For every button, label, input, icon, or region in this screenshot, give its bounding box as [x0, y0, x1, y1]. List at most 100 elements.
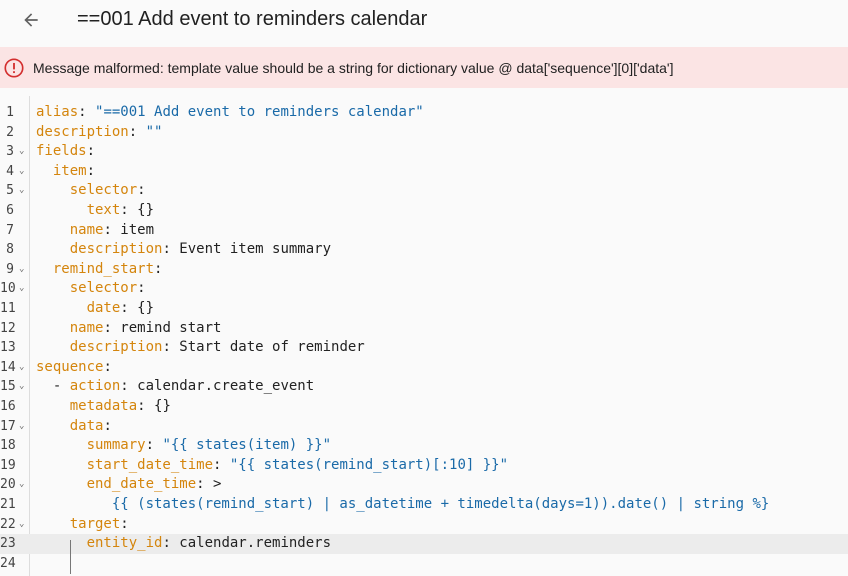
- code-line[interactable]: 19 start_date_time: "{{ states(remind_st…: [0, 456, 848, 476]
- line-number: 6: [6, 203, 14, 218]
- code-indent: [36, 202, 87, 218]
- code-indent: [36, 261, 53, 277]
- code-text: sequence:: [36, 358, 112, 378]
- yaml-key: name: [69, 221, 104, 238]
- code-line[interactable]: 5⌄ selector:: [0, 181, 848, 201]
- yaml-separator: :: [103, 358, 112, 375]
- fold-toggle-icon[interactable]: ⌄: [19, 165, 25, 176]
- code-line[interactable]: 23 entity_id: calendar.reminders: [0, 534, 848, 554]
- yaml-separator: :: [103, 221, 121, 238]
- code-line[interactable]: 9⌄ remind_start:: [0, 260, 848, 280]
- code-text: date: {}: [36, 299, 154, 319]
- code-line[interactable]: 24: [0, 554, 848, 574]
- yaml-separator: :: [120, 300, 138, 316]
- yaml-separator: :: [86, 143, 96, 160]
- yaml-separator: :: [120, 202, 138, 218]
- fold-toggle-icon[interactable]: ⌄: [19, 518, 25, 529]
- code-line[interactable]: 12 name: remind start: [0, 319, 848, 339]
- yaml-separator: :: [196, 476, 214, 493]
- fold-toggle-icon[interactable]: ⌄: [19, 381, 25, 392]
- yaml-separator: :: [78, 104, 96, 120]
- code-indent: [36, 182, 70, 198]
- code-line[interactable]: 20⌄ end_date_time: >: [0, 475, 848, 495]
- line-number: 12: [0, 320, 16, 336]
- line-number: 8: [6, 242, 14, 258]
- yaml-key: fields: [36, 143, 87, 160]
- line-number: 2: [6, 124, 14, 140]
- yaml-separator: :: [120, 515, 129, 532]
- code-indent: [36, 437, 87, 453]
- code-indent: [36, 163, 53, 179]
- code-text: metadata: {}: [36, 397, 171, 417]
- yaml-key: alias: [36, 104, 79, 120]
- code-indent: [36, 418, 70, 434]
- code-text: selector:: [36, 279, 146, 299]
- code-line[interactable]: 14⌄sequence:: [0, 358, 848, 378]
- line-number: 20: [0, 477, 16, 493]
- fold-toggle-icon[interactable]: ⌄: [19, 185, 25, 196]
- code-line[interactable]: 18 summary: "{{ states(item) }}": [0, 436, 848, 456]
- yaml-separator: :: [128, 123, 146, 140]
- yaml-value: "": [145, 123, 163, 140]
- fold-toggle-icon[interactable]: ⌄: [19, 263, 25, 274]
- code-line[interactable]: 17⌄ data:: [0, 417, 848, 437]
- error-alert: Message malformed: template value should…: [0, 47, 848, 88]
- code-line[interactable]: 21 {{ (states(remind_start) | as_datetim…: [0, 495, 848, 515]
- code-line[interactable]: 11 date: {}: [0, 299, 848, 319]
- yaml-separator: :: [103, 319, 121, 336]
- code-text: name: item: [36, 221, 154, 241]
- code-text: selector:: [36, 181, 146, 201]
- code-indent: [36, 476, 87, 492]
- yaml-separator: :: [120, 378, 138, 395]
- indent-guide: [70, 540, 71, 574]
- yaml-key: text: [86, 202, 121, 218]
- code-text: description: Event item summary: [36, 240, 331, 260]
- code-text: start_date_time: "{{ states(remind_start…: [36, 456, 508, 476]
- yaml-key: selector: [69, 280, 138, 297]
- line-number: 10: [0, 281, 16, 297]
- fold-toggle-icon[interactable]: ⌄: [19, 420, 25, 431]
- yaml-value: calendar.reminders: [179, 535, 332, 552]
- back-button[interactable]: [14, 5, 48, 35]
- yaml-separator: :: [162, 535, 180, 552]
- code-line[interactable]: 2 description: "": [0, 123, 848, 143]
- line-number: 21: [0, 497, 16, 512]
- code-line[interactable]: 13 description: Start date of reminder: [0, 338, 848, 358]
- code-line[interactable]: 22⌄ target:: [0, 515, 848, 535]
- line-number: 23: [0, 536, 16, 552]
- code-indent: [36, 457, 87, 473]
- code-text: {{ (states(remind_start) | as_datetime +…: [36, 495, 769, 515]
- fold-toggle-icon[interactable]: ⌄: [19, 479, 25, 490]
- fold-toggle-icon[interactable]: ⌄: [19, 361, 25, 372]
- line-number: 15: [0, 379, 16, 395]
- yaml-key: item: [52, 162, 87, 179]
- code-line[interactable]: 16 metadata: {}: [0, 397, 848, 417]
- fold-toggle-icon[interactable]: ⌄: [19, 283, 25, 294]
- code-line[interactable]: 15⌄ - action: calendar.create_event: [0, 377, 848, 397]
- yaml-value: {}: [137, 300, 155, 316]
- yaml-value: {}: [137, 202, 155, 218]
- line-number: 19: [0, 457, 16, 473]
- code-indent: [36, 516, 70, 532]
- error-icon: [4, 58, 24, 78]
- code-line[interactable]: 10⌄ selector:: [0, 279, 848, 299]
- yaml-key: description: [69, 339, 163, 356]
- code-line[interactable]: 6 text: {}: [0, 201, 848, 221]
- line-number: 1: [6, 105, 14, 120]
- yaml-key: end_date_time: [86, 476, 197, 493]
- yaml-key: target: [69, 515, 121, 532]
- yaml-key: name: [69, 319, 104, 336]
- line-number-gutter: [0, 96, 30, 576]
- code-line[interactable]: 4⌄ item:: [0, 162, 848, 182]
- code-line[interactable]: 7 name: item: [0, 221, 848, 241]
- code-line[interactable]: 8 description: Event item summary: [0, 240, 848, 260]
- line-number: 16: [0, 399, 16, 414]
- fold-toggle-icon[interactable]: ⌄: [19, 146, 25, 157]
- code-indent: -: [36, 378, 70, 395]
- code-text: remind_start:: [36, 260, 163, 280]
- code-text: description: "": [36, 123, 162, 143]
- yaml-value: calendar.create_event: [137, 378, 315, 395]
- code-line[interactable]: 3⌄fields:: [0, 142, 848, 162]
